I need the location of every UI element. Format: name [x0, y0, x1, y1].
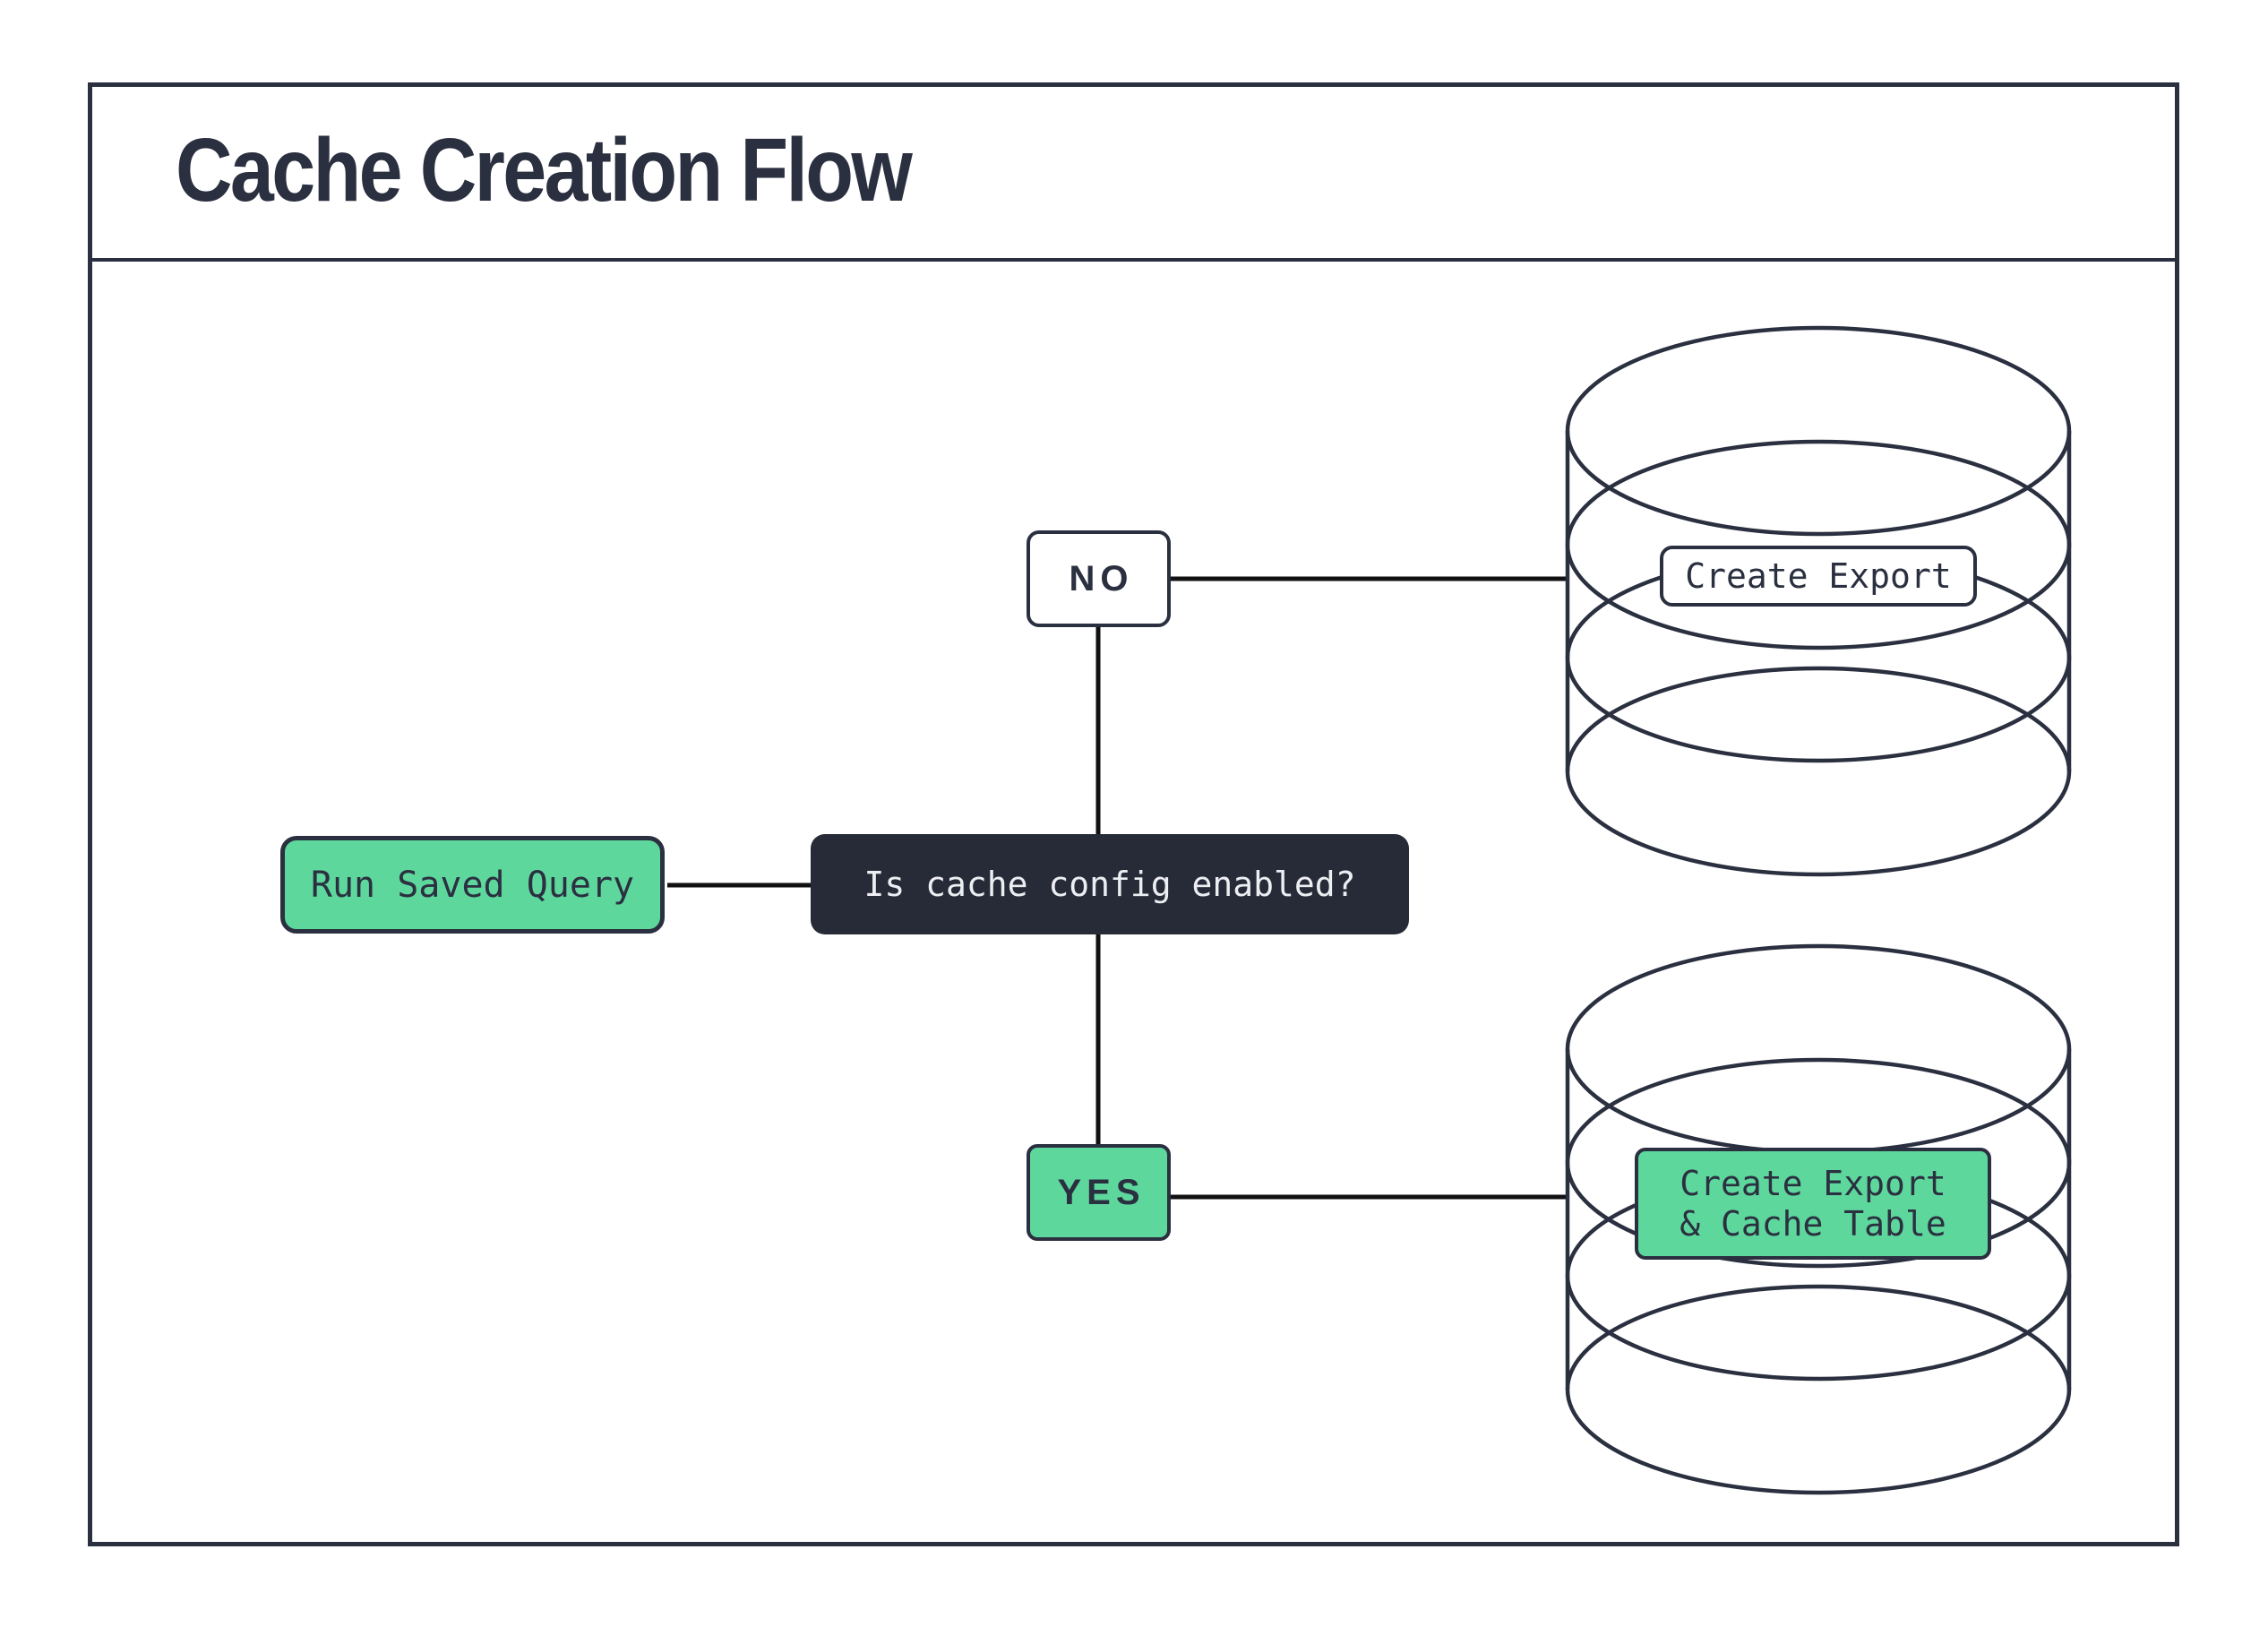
page-title: Cache Creation Flow — [176, 119, 913, 220]
branch-label-no: NO — [1027, 530, 1171, 627]
label-create-export-line1: Create Export — [1680, 1163, 1946, 1203]
node-run-saved-query: Run Saved Query — [280, 836, 665, 934]
label-create-export: Create Export — [1660, 546, 1977, 607]
label-create-export-line2: & Cache Table — [1680, 1203, 1946, 1244]
branch-label-yes: YES — [1027, 1144, 1171, 1241]
label-create-export-cache-table: Create Export & Cache Table — [1635, 1148, 1991, 1260]
node-decision-cache-config: Is cache config enabled? — [811, 834, 1409, 934]
title-bar: Cache Creation Flow — [88, 82, 2179, 262]
diagram-frame — [88, 82, 2179, 1546]
